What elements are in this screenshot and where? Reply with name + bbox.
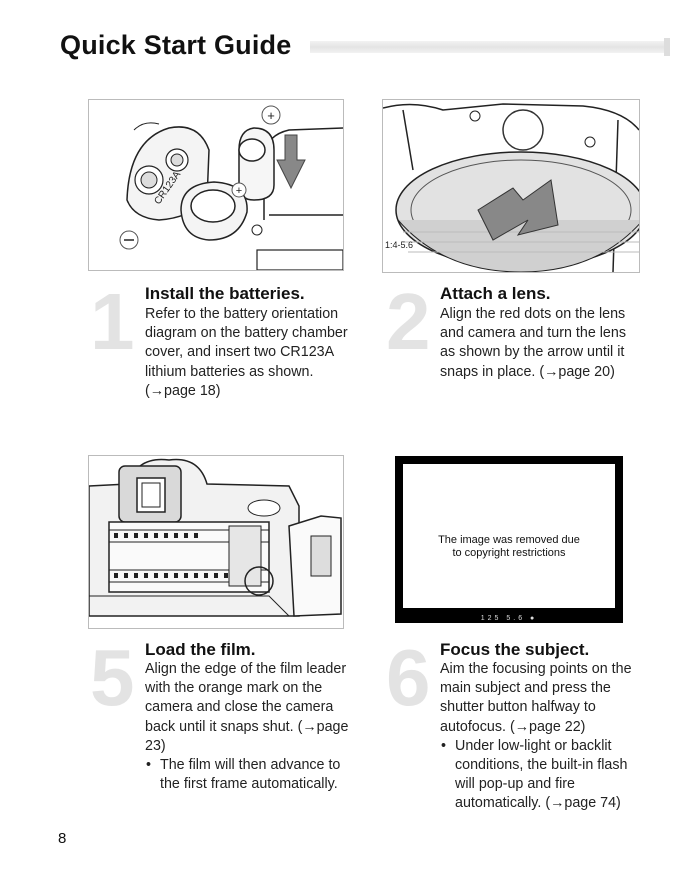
title-rule [310, 41, 665, 53]
step-body-1: Refer to the battery orientation diagram… [145, 305, 350, 401]
step-heading-1: Install the batteries. [145, 284, 305, 303]
step-number-5: 5 [90, 633, 135, 722]
bullet-dot: • [146, 757, 152, 774]
svg-text:+: + [236, 185, 242, 197]
removed-image-notice: The image was removed due to copyright r… [403, 534, 615, 560]
step-heading-5: Load the film. [145, 640, 256, 659]
page-title: Quick Start Guide [60, 30, 292, 60]
step-heading-2: Attach a lens. [440, 284, 551, 303]
step-bullet-text-5: The film will then advance to the first … [160, 757, 341, 793]
svg-text:+: + [267, 108, 275, 123]
step-bullet-text-6: Under low-light or backlit conditions, t… [455, 737, 628, 812]
removed-notice-line-2: to copyright restrictions [452, 547, 566, 559]
page-number: 8 [58, 830, 67, 847]
removed-image-area: The image was removed due to copyright r… [403, 464, 615, 608]
step-body-5: Align the edge of the film leader with t… [145, 660, 350, 794]
step-heading-6: Focus the subject. [440, 640, 590, 659]
film-loading-illustration [88, 455, 344, 629]
step-text-5: Align the edge of the film leader with t… [145, 661, 349, 754]
removed-notice-line-1: The image was removed due [438, 534, 580, 546]
lens-mount-illustration: 1:4-5.6 [382, 99, 640, 273]
step-text-6: Aim the focusing points on the main subj… [440, 661, 632, 735]
step-number-2: 2 [386, 277, 431, 366]
lens-aperture-label: 1:4-5.6 [385, 240, 413, 250]
step-body-6: Aim the focusing points on the main subj… [440, 660, 645, 814]
bullet-dot: • [441, 737, 447, 754]
title-rule-end [664, 38, 670, 56]
step-body-2: Align the red dots on the lens and camer… [440, 305, 640, 382]
step-number-1: 1 [90, 277, 135, 366]
step-bullet-5: • The film will then advance to the first… [145, 756, 350, 794]
step-text-1: Refer to the battery orientation diagram… [145, 306, 348, 399]
battery-chamber-illustration: CR123A + + [88, 99, 344, 271]
step-text-2: Align the red dots on the lens and camer… [440, 306, 626, 380]
step-bullet-6: • Under low-light or backlit conditions, … [440, 737, 645, 814]
viewfinder-image-placeholder: The image was removed due to copyright r… [395, 456, 623, 623]
step-number-6: 6 [386, 633, 431, 722]
viewfinder-readout: 125 5.6 ● [480, 615, 538, 622]
